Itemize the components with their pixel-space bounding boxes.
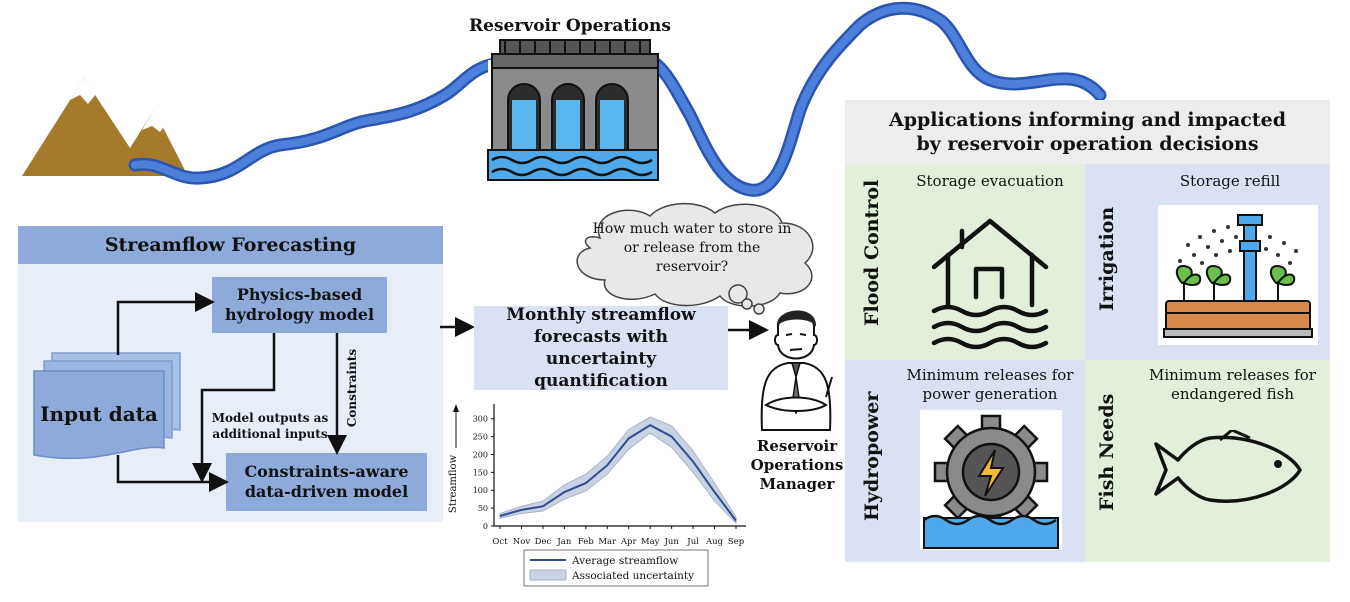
y-tick-label: 150 bbox=[473, 468, 488, 477]
reservoir-operations-label: Reservoir Operations bbox=[469, 16, 671, 36]
hydropower-title: Minimum releases for power generation bbox=[906, 366, 1074, 403]
fish-needs-title: Minimum releases for endangered fish bbox=[1149, 366, 1316, 403]
legend-band-swatch bbox=[529, 569, 567, 581]
average-streamflow-line bbox=[499, 424, 737, 522]
data-driven-model-box: Constraints-aware data-driven model bbox=[226, 453, 427, 511]
applications-header: Applications informing and impacted by r… bbox=[845, 100, 1330, 164]
fish-needs-cell bbox=[1085, 360, 1330, 562]
y-tick-label: 200 bbox=[473, 450, 488, 459]
input-data-label: Input data bbox=[40, 402, 158, 426]
model-outputs-label: Model outputs as additional inputs bbox=[211, 411, 329, 441]
fish-needs-label: Fish Needs bbox=[1096, 393, 1118, 511]
x-tick-label: Jan bbox=[556, 537, 571, 547]
x-tick-label: Nov bbox=[513, 537, 531, 547]
forecast-output-box: Monthly streamflow forecasts with uncert… bbox=[474, 305, 728, 391]
x-tick-label: Jul bbox=[686, 537, 699, 547]
y-tick-label: 0 bbox=[483, 522, 488, 531]
manager-label: Reservoir Operations Manager bbox=[750, 437, 844, 493]
irrigation-label: Irrigation bbox=[1096, 206, 1118, 311]
x-tick-label: Apr bbox=[620, 537, 638, 547]
x-tick-label: Oct bbox=[492, 537, 508, 547]
x-tick-label: Feb bbox=[578, 537, 594, 547]
sprinkler-icon bbox=[1158, 205, 1318, 345]
x-tick-label: May bbox=[641, 537, 660, 547]
mountain-icon bbox=[22, 78, 188, 176]
constraints-label: Constraints bbox=[345, 348, 359, 428]
legend-label: Associated uncertainty bbox=[571, 570, 694, 582]
irrigation-title: Storage refill bbox=[1179, 172, 1281, 190]
legend-label: Average streamflow bbox=[571, 555, 678, 567]
x-tick-label: Sep bbox=[728, 537, 745, 547]
physics-model-box: Physics-based hydrology model bbox=[212, 277, 387, 333]
hydro-gear-icon bbox=[920, 410, 1062, 550]
y-tick-label: 50 bbox=[478, 504, 488, 513]
x-tick-label: Dec bbox=[535, 537, 552, 547]
hydropower-label: Hydropower bbox=[861, 391, 883, 521]
y-tick-label: 250 bbox=[473, 433, 488, 442]
x-tick-label: Jun bbox=[663, 537, 679, 547]
x-tick-label: Aug bbox=[705, 537, 724, 547]
fish-icon bbox=[1154, 430, 1302, 503]
flood-control-label: Flood Control bbox=[861, 179, 883, 326]
thought-bubble-text: How much water to store in or release fr… bbox=[592, 221, 792, 275]
manager-icon bbox=[760, 310, 833, 431]
y-tick-label: 300 bbox=[473, 415, 488, 424]
input-data-icon bbox=[33, 352, 181, 460]
y-axis-label: Streamflow bbox=[448, 454, 459, 513]
y-tick-label: 100 bbox=[473, 486, 488, 495]
thought-bubble bbox=[576, 202, 814, 315]
flooded-house-icon bbox=[931, 218, 1049, 350]
forecasting-header: Streamflow Forecasting bbox=[18, 226, 443, 264]
dam-icon bbox=[487, 39, 659, 181]
x-tick-label: Mar bbox=[598, 537, 617, 547]
flood-control-title: Storage evacuation bbox=[916, 172, 1064, 190]
y-axis-label-arrowhead bbox=[453, 404, 459, 412]
